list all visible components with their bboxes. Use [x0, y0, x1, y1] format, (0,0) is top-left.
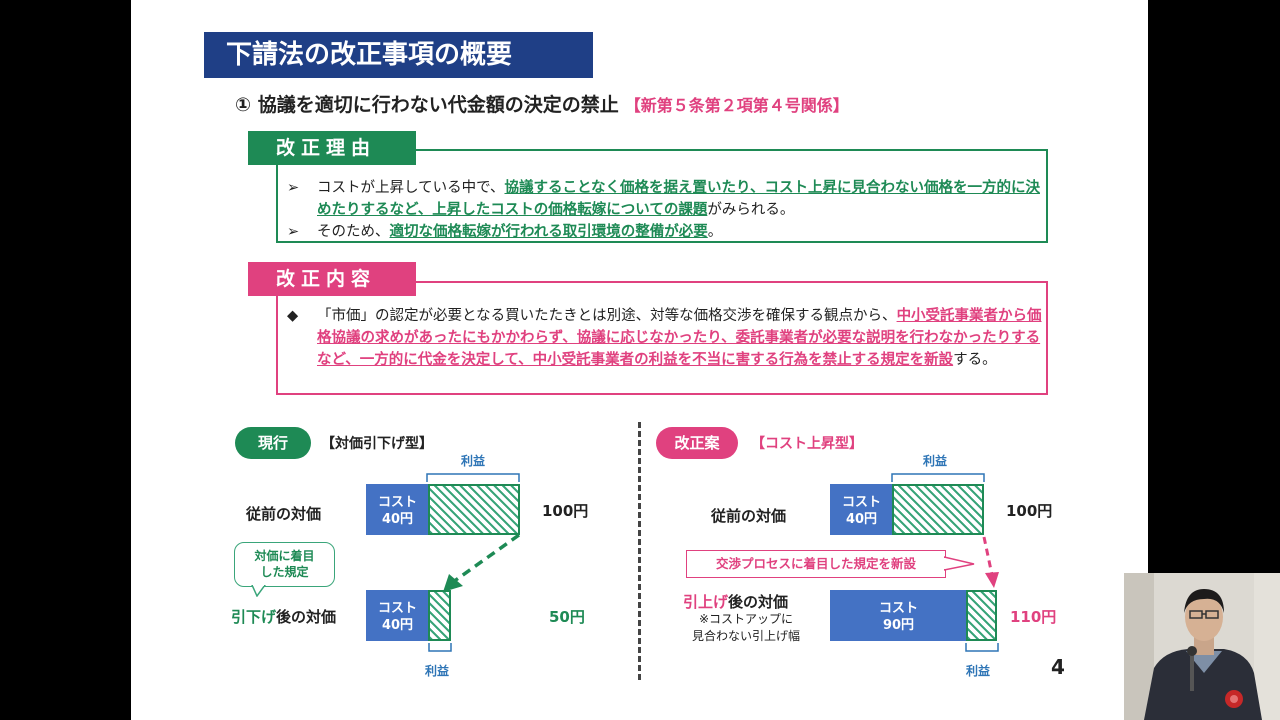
reason-text: そのため、: [317, 224, 390, 240]
price-focus-callout: 対価に着目 した規定: [234, 542, 335, 587]
cost-value: 40円: [845, 512, 878, 527]
after-price-label: 引下げ後の対価: [231, 606, 336, 627]
content-box: ◆ 「市価」の認定が必要となる買いたたきとは別途、対等な価格交渉を確保する観点か…: [276, 281, 1048, 395]
after-label-text: 後の対価: [728, 593, 789, 611]
arrow-bullet-icon: ➢: [287, 180, 300, 196]
profit-bar: [428, 484, 520, 535]
callout-pointer: [251, 585, 266, 597]
callout-line: 対価に着目: [254, 549, 315, 563]
cost-bar: コスト 40円: [830, 484, 893, 535]
reason-text: がみられる。: [707, 202, 795, 218]
content-text: する。: [953, 352, 997, 368]
after-profit-label: 利益: [425, 664, 450, 678]
cost-label: コスト: [377, 495, 417, 510]
slide-title: 下請法の改正事項の概要: [204, 32, 593, 78]
after-label-emphasis: 引上げ: [683, 593, 729, 611]
profit-bar: [892, 484, 984, 535]
reason-box: ➢ コストが上昇している中で、協議することなく価格を据え置いたり、コスト上昇に見…: [276, 149, 1048, 243]
subtitle-ref: 【新第５条第２項第４号関係】: [624, 96, 849, 115]
reason-header: 改正理由: [248, 131, 416, 165]
decrease-arrow: [443, 533, 521, 592]
increase-note: ※コストアップに 見合わない引上げ幅: [676, 611, 816, 645]
profit-label: 利益: [461, 454, 486, 468]
cost-label: コスト: [841, 495, 881, 510]
after-price-label: 引上げ後の対価: [683, 591, 788, 612]
cost-value: 40円: [381, 512, 414, 527]
after-price: 50円: [549, 608, 585, 626]
content-bullet: ◆ 「市価」の認定が必要となる買いたたきとは別途、対等な価格交渉を確保する観点か…: [287, 305, 1043, 371]
new-rule-banner: 交渉プロセスに着目した規定を新設: [686, 550, 946, 578]
after-profit-bar: [428, 590, 451, 641]
increase-arrow: [982, 536, 999, 588]
proposal-type: 【コスト上昇型】: [751, 436, 863, 452]
after-label-text: 後の対価: [276, 608, 337, 626]
profit-label: 利益: [923, 454, 948, 468]
cost-value: 40円: [381, 618, 414, 633]
after-profit-bar: [966, 590, 997, 641]
reason-text: コストが上昇している中で、: [317, 180, 505, 196]
content-emphasis: 中小受託事業者から価格協議の求めがあったにもかかわらず、協議に応じなかったり、委…: [317, 308, 1042, 368]
subtitle-text: ① 協議を適切に行わない代金額の決定の禁止: [235, 94, 619, 116]
note-line: ※コストアップに: [698, 612, 794, 626]
after-price: 110円: [1010, 608, 1057, 626]
cost-label: コスト: [878, 601, 918, 616]
profit-bracket: [891, 473, 985, 482]
reason-bullet-1: ➢ コストが上昇している中で、協議することなく価格を据え置いたり、コスト上昇に見…: [287, 177, 1043, 221]
page-number: 4: [1051, 655, 1065, 679]
section-divider: [638, 422, 641, 680]
before-price-label: 従前の対価: [711, 507, 787, 525]
cost-value: 90円: [882, 618, 915, 633]
before-price: 100円: [1006, 502, 1053, 520]
current-type: 【対価引下げ型】: [321, 436, 433, 452]
content-header: 改正内容: [248, 262, 416, 296]
speaker-video: [1124, 573, 1280, 720]
slide-subtitle: ① 協議を適切に行わない代金額の決定の禁止【新第５条第２項第４号関係】: [235, 90, 849, 117]
callout-line: した規定: [260, 565, 309, 579]
after-profit-bracket: [428, 643, 452, 652]
content-text: 「市価」の認定が必要となる買いたたきとは別途、対等な価格交渉を確保する観点から、: [317, 308, 897, 324]
reason-bullet-2: ➢ そのため、適切な価格転嫁が行われる取引環境の整備が必要。: [287, 221, 1043, 243]
after-profit-label: 利益: [966, 664, 991, 678]
banner-pointer: [944, 556, 975, 571]
profit-bracket: [426, 473, 520, 482]
reason-text: 。: [707, 224, 723, 240]
note-line: 見合わない引上げ幅: [691, 629, 800, 643]
arrow-bullet-icon: ➢: [287, 224, 300, 240]
after-profit-bracket: [965, 643, 999, 652]
after-cost-bar: コスト 40円: [366, 590, 429, 641]
speaker-figure: [1124, 573, 1280, 720]
before-price-label: 従前の対価: [246, 505, 322, 523]
reason-emphasis: 協議することなく価格を据え置いたり、コスト上昇に見合わない価格を一方的に決めたり…: [317, 180, 1040, 218]
after-label-emphasis: 引下げ: [231, 608, 277, 626]
slide: 下請法の改正事項の概要 ① 協議を適切に行わない代金額の決定の禁止【新第５条第２…: [131, 0, 1148, 720]
reason-emphasis: 適切な価格転嫁が行われる取引環境の整備が必要: [389, 224, 708, 240]
current-tag: 現行: [235, 427, 311, 459]
diamond-bullet-icon: ◆: [287, 308, 299, 324]
before-price: 100円: [542, 502, 589, 520]
cost-label: コスト: [377, 601, 417, 616]
proposal-tag: 改正案: [656, 427, 738, 459]
cost-bar: コスト 40円: [366, 484, 429, 535]
after-cost-bar: コスト 90円: [830, 590, 967, 641]
